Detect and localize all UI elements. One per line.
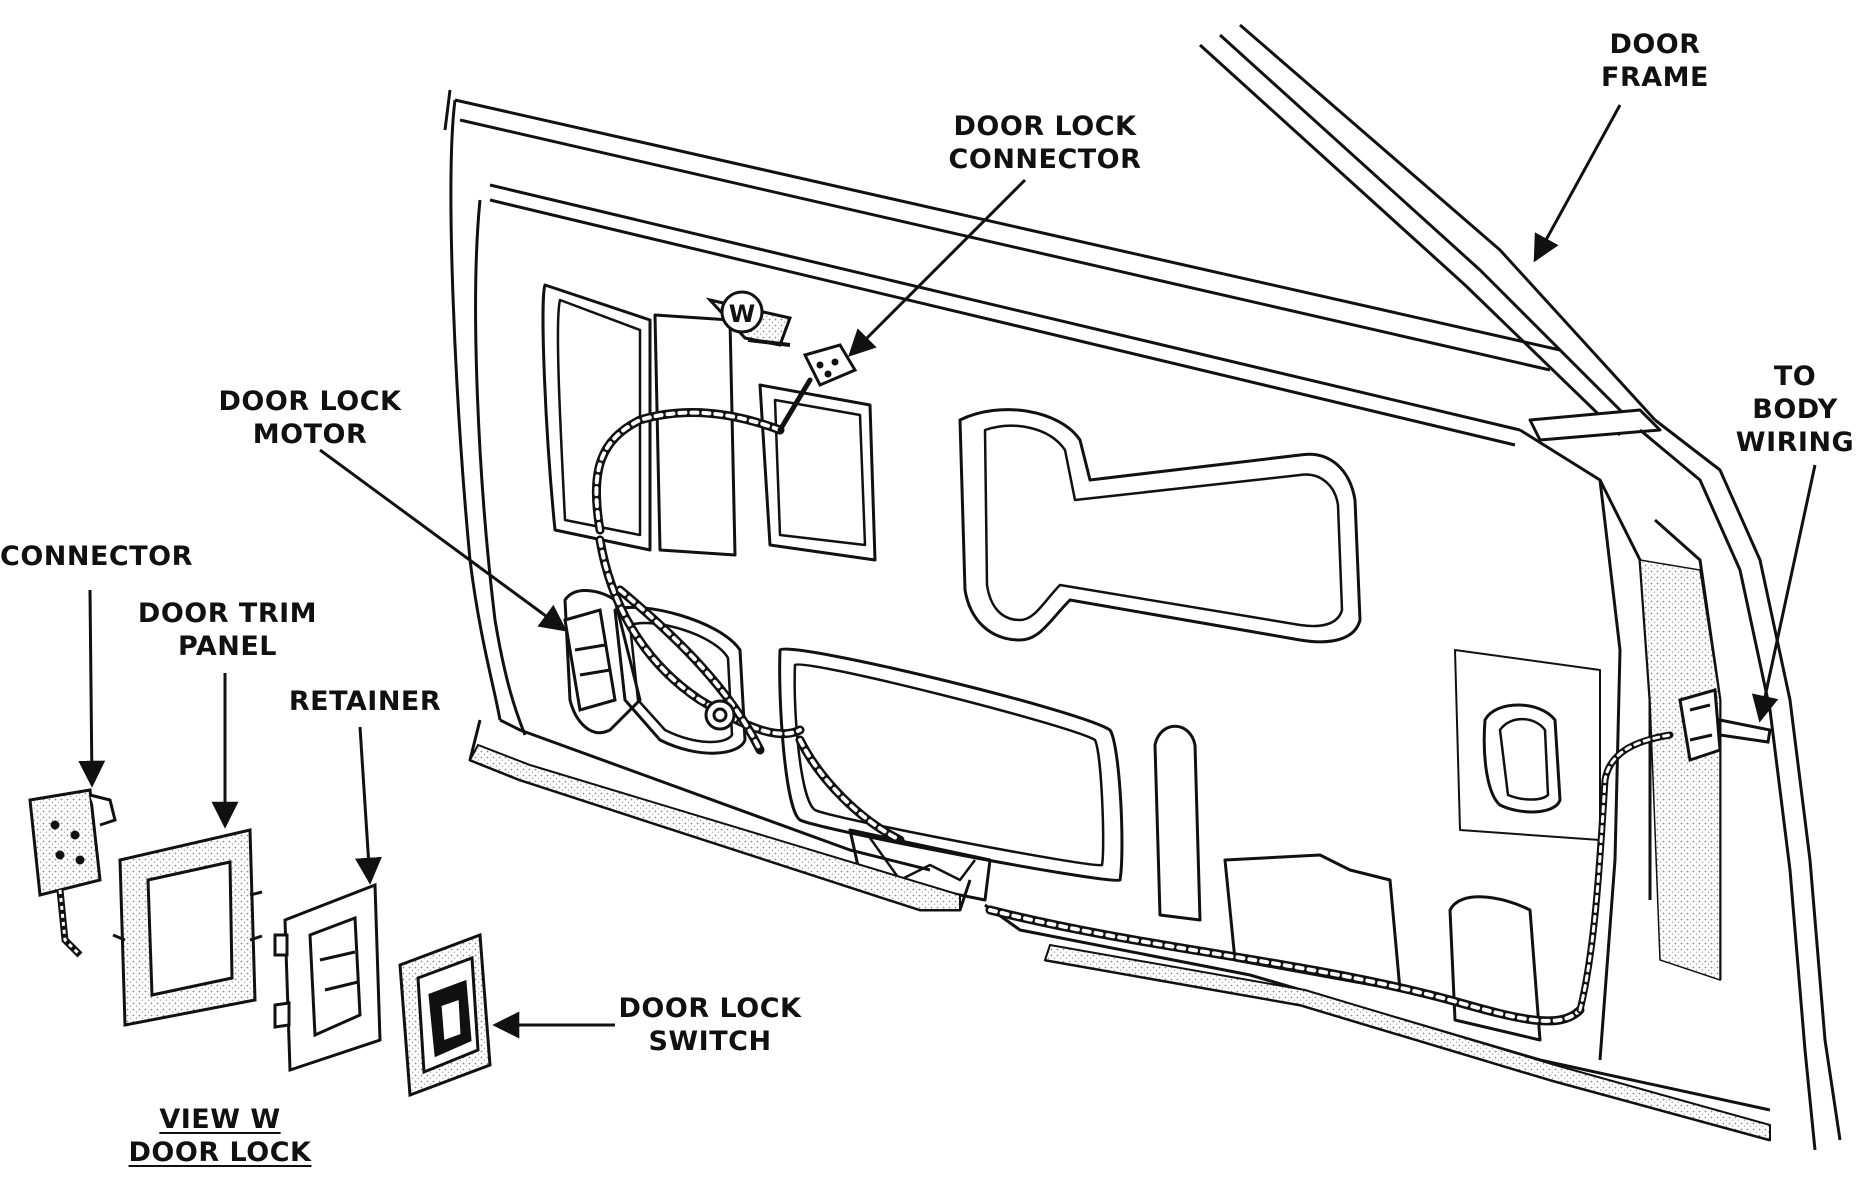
label-door-lock-motor: DOOR LOCK MOTOR <box>210 385 410 451</box>
label-door-lock-motor-line2: MOTOR <box>252 419 368 450</box>
wiring-harness <box>591 377 1674 1026</box>
label-connector: CONNECTOR <box>0 540 193 573</box>
door-lock-connector-part <box>802 343 858 387</box>
label-view-w: VIEW W DOOR LOCK <box>120 1103 320 1169</box>
view-w-callout <box>705 290 793 347</box>
retainer-part <box>273 882 382 1073</box>
connector-part <box>28 788 117 958</box>
label-door-lock-connector-line2: CONNECTOR <box>948 144 1142 175</box>
label-door-lock-switch-line2: SWITCH <box>648 1026 772 1057</box>
label-door-trim-panel-line1: DOOR TRIM <box>137 598 318 629</box>
label-to-body-wiring-line1: TO <box>1773 361 1817 392</box>
label-to-body-wiring-line2: BODY <box>1752 394 1838 425</box>
door-lock-motor-part <box>563 608 736 731</box>
label-door-lock-motor-line1: DOOR LOCK <box>218 386 402 417</box>
body-wiring-connector <box>1678 688 1772 762</box>
label-door-trim-panel: DOOR TRIM PANEL <box>135 597 320 663</box>
door-flange-stipple <box>468 559 1771 1142</box>
label-retainer-line1: RETAINER <box>288 686 442 717</box>
label-view-w-line2: DOOR LOCK <box>128 1137 312 1168</box>
door-trim-panel-part <box>112 828 263 1027</box>
label-connector-line1: CONNECTOR <box>0 541 193 572</box>
label-door-lock-connector: DOOR LOCK CONNECTOR <box>940 110 1150 176</box>
leader-lines <box>78 104 1817 1039</box>
label-to-body-wiring-line3: WIRING <box>1735 427 1855 458</box>
door-lock-switch-part <box>398 932 492 1098</box>
door-frame <box>1198 23 1842 1151</box>
label-door-lock-switch-line1: DOOR LOCK <box>618 993 802 1024</box>
label-view-w-line1: VIEW W <box>159 1104 281 1135</box>
label-door-trim-panel-line2: PANEL <box>178 631 277 662</box>
label-door-lock-connector-line1: DOOR LOCK <box>953 111 1137 142</box>
label-door-frame: DOOR FRAME <box>1570 28 1740 94</box>
label-door-lock-switch: DOOR LOCK SWITCH <box>610 992 810 1058</box>
view-w-marker: W <box>729 300 755 328</box>
label-to-body-wiring: TO BODY WIRING <box>1725 360 1865 459</box>
label-door-frame-line1: DOOR <box>1609 29 1701 60</box>
label-retainer: RETAINER <box>280 685 450 718</box>
label-door-frame-line2: FRAME <box>1601 62 1709 93</box>
